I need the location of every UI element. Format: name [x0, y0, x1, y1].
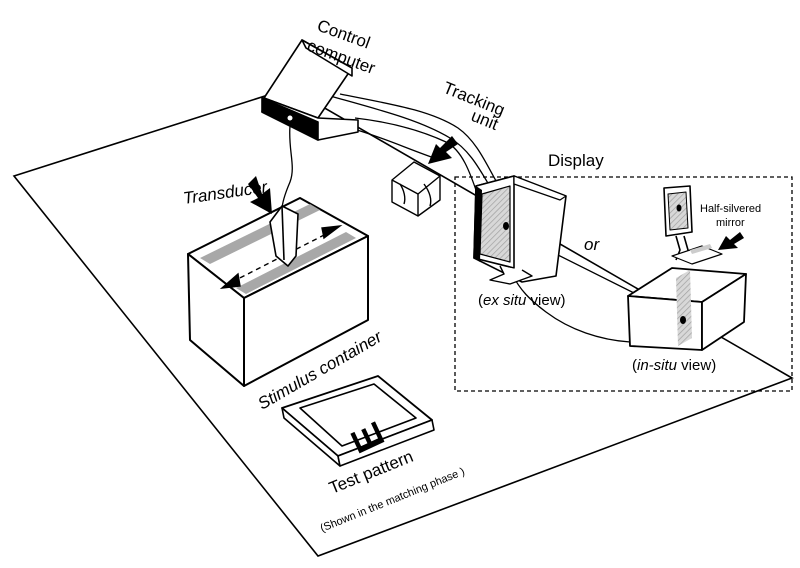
half-silvered-mirror-assembly	[663, 185, 723, 265]
cables	[281, 93, 641, 343]
half-silvered-label-line2: mirror	[716, 217, 745, 229]
display-monitor	[473, 175, 567, 285]
transducer-arrow-icon	[248, 176, 272, 214]
in-situ-box	[627, 267, 747, 351]
test-pattern-board	[281, 375, 435, 467]
ex-situ-view-label: (ex situ view)	[478, 292, 566, 309]
tracking-unit	[391, 161, 441, 217]
control-computer	[261, 39, 359, 141]
display-label: Display	[548, 151, 604, 170]
display-region-box	[454, 176, 793, 392]
transducer-probe	[269, 205, 299, 267]
in-situ-view-label: (in-situ view)	[632, 357, 716, 374]
mirror-arrow-icon	[718, 232, 744, 250]
tracking-unit-arrow-icon	[428, 136, 458, 164]
table-surface	[12, 87, 794, 557]
or-label: or	[584, 235, 600, 254]
half-silvered-label-line1: Half-silvered	[700, 203, 761, 215]
